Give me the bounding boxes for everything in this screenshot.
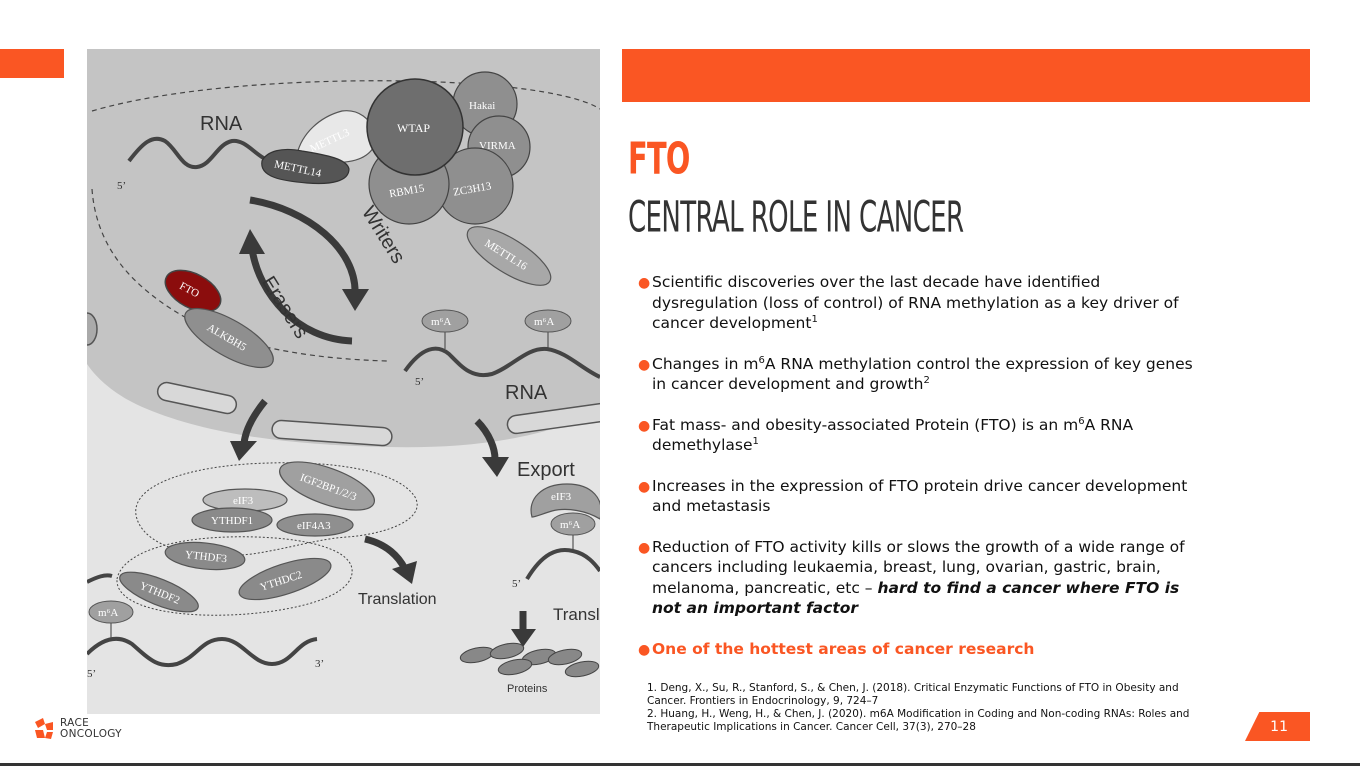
igf2bp-protein xyxy=(279,461,375,511)
proteins-label: Proteins xyxy=(507,683,548,695)
translation-arrowhead xyxy=(392,561,417,584)
wtap-label: WTAP xyxy=(397,121,430,135)
protein-ellipses xyxy=(459,642,600,678)
ythdf1-protein xyxy=(191,507,273,533)
logo-text-race: RACE xyxy=(60,717,90,729)
page-number: 11 xyxy=(1270,718,1288,735)
mettl16-protein xyxy=(466,226,552,286)
bullet-dot-icon: ● xyxy=(638,641,651,658)
wtap-protein xyxy=(366,78,464,176)
bullet-dot-icon: ● xyxy=(638,417,651,434)
m6a-mark xyxy=(524,309,572,333)
m6a-label: m⁶A xyxy=(431,316,451,328)
ythdf3-label: YTHDF3 xyxy=(184,549,228,565)
bullet-item-highlight: ● One of the hottest areas of cancer res… xyxy=(637,639,1197,660)
nuclear-boundary-dashed xyxy=(91,80,600,112)
slide-title: FTO xyxy=(628,134,690,185)
m6a-label: m⁶A xyxy=(534,316,554,328)
reference-2: 2. Huang, H., Weng, H., & Chen, J. (2020… xyxy=(647,708,1190,733)
rna-strand-export xyxy=(525,548,600,581)
fto-protein xyxy=(164,269,222,313)
membrane-segment xyxy=(271,419,393,447)
eif4a3-label: eIF4A3 xyxy=(297,520,331,532)
translation-down-arrowhead xyxy=(511,629,536,647)
cytoplasm-arrow xyxy=(240,398,268,445)
logo-text-oncology: ONCOLOGY xyxy=(60,728,122,740)
bullet-item: ● Reduction of FTO activity kills or slo… xyxy=(638,537,1185,618)
reference-1: 1. Deng, X., Su, R., Stanford, S., & Che… xyxy=(647,682,1179,707)
rna-strand-bottom xyxy=(87,636,318,668)
rna-label-top: RNA xyxy=(200,113,243,135)
translation-label: Translation xyxy=(358,591,437,608)
erasers-arrowhead xyxy=(239,229,265,254)
race-oncology-logo: RACE ONCOLOGY xyxy=(33,718,122,740)
bullet-list: ● Scientific discoveries over the last d… xyxy=(637,272,1197,679)
eif3-right-protein xyxy=(530,483,600,520)
slide-subtitle: CENTRAL ROLE IN CANCER xyxy=(628,191,964,242)
membrane-segment xyxy=(506,401,600,435)
bullet-item: ● Changes in m6A RNA methylation control… xyxy=(638,354,1193,394)
five-prime-label: 5’ xyxy=(415,376,424,388)
membrane-segment xyxy=(156,381,238,415)
erasers-arrow xyxy=(248,248,353,345)
three-prime-label: 3’ xyxy=(315,658,324,670)
virma-label: VIRMA xyxy=(479,140,516,152)
bullet-item: ● Increases in the expression of FTO pro… xyxy=(638,476,1188,516)
bullet-dot-icon: ● xyxy=(638,275,651,291)
bullet-item: ● Scientific discoveries over the last d… xyxy=(638,273,1179,332)
references: 1. Deng, X., Su, R., Stanford, S., & Che… xyxy=(647,682,1207,734)
translation-arrow xyxy=(364,535,409,571)
five-prime-label: 5’ xyxy=(87,668,96,680)
bullet-dot-icon: ● xyxy=(638,356,651,373)
export-arrow xyxy=(474,418,499,460)
m6a-label: m⁶A xyxy=(98,607,118,619)
export-label: Export xyxy=(517,459,575,481)
m6a-label: m⁶A xyxy=(560,519,580,531)
bullet-dot-icon: ● xyxy=(638,478,651,495)
alkbh5-protein xyxy=(184,307,274,369)
ythdf1-label: YTHDF1 xyxy=(211,515,253,527)
hakai-label: Hakai xyxy=(469,100,495,112)
five-prime-label: 5’ xyxy=(512,578,521,590)
cytoplasm-arrowhead xyxy=(230,441,257,461)
rna-strand-fragment xyxy=(87,573,113,584)
export-arrowhead xyxy=(482,457,509,477)
race-oncology-logo-icon xyxy=(35,718,53,739)
translation-label-cut: Transl xyxy=(553,605,600,624)
accent-bar-left xyxy=(0,49,64,78)
ythdf3-protein xyxy=(164,541,246,571)
writers-arrowhead xyxy=(342,289,369,311)
eif4a3-protein xyxy=(276,513,354,537)
bottom-rule xyxy=(0,763,1360,766)
five-prime-label: 5’ xyxy=(117,180,126,192)
ythdc2-protein xyxy=(238,557,332,601)
writers-arrow xyxy=(249,196,359,295)
emphasis-text: hard to find a cancer where FTO is not a… xyxy=(652,578,1180,618)
bullet-item: ● Fat mass- and obesity-associated Prote… xyxy=(638,415,1134,455)
rna-strand-right xyxy=(403,346,600,379)
m6a-mark xyxy=(421,309,469,333)
rna-label-right: RNA xyxy=(505,382,548,404)
accent-bar-right xyxy=(622,49,1310,102)
m6a-pathway-figure: RNA 5’ 3’ METTL3 METTL14 Hakai VIRMA ZC3… xyxy=(87,49,600,714)
rna-strand-top xyxy=(127,136,273,170)
page-number-badge: 11 xyxy=(1245,712,1310,741)
mettl14-protein xyxy=(261,148,350,185)
reader-group-lower xyxy=(116,536,353,616)
eif3-left-label: eIF3 xyxy=(233,495,254,507)
eif3-right-label: eIF3 xyxy=(551,491,572,503)
membrane-segment xyxy=(87,312,98,346)
ythdf2-protein xyxy=(119,571,199,613)
bullet-dot-icon: ● xyxy=(638,539,651,556)
